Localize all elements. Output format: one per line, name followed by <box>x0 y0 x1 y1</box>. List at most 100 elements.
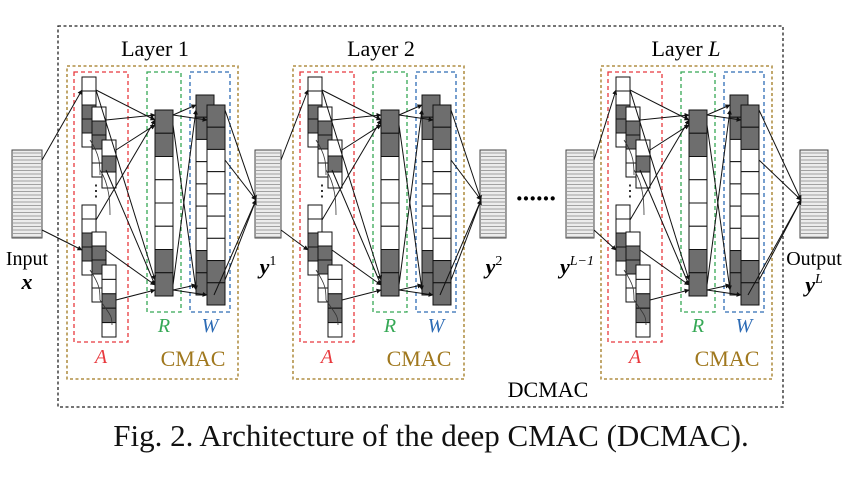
cell <box>380 225 400 250</box>
cell <box>327 322 343 338</box>
input-y-l-minus-1: yL−1 <box>557 254 594 279</box>
cell <box>154 225 174 250</box>
layers: ⋮⋮⋮ <box>11 65 829 380</box>
cell <box>432 148 452 173</box>
y-l-minus-1-bar <box>565 149 595 239</box>
layer-3-r-to-w-4 <box>706 114 742 122</box>
w2-to-y2-1 <box>450 159 482 201</box>
cell <box>317 120 333 136</box>
cell <box>688 179 708 204</box>
cell <box>307 76 323 92</box>
layer-2-r-col <box>380 109 400 297</box>
cell <box>740 126 760 150</box>
cell <box>380 179 400 204</box>
layer-2-label-a: A <box>319 346 334 368</box>
layer-2-a-col-6 <box>327 264 343 338</box>
cell <box>206 237 226 262</box>
ellipsis: ······ <box>515 184 555 213</box>
layer-1-r-to-w-5 <box>172 289 208 297</box>
layer-1-a-dots: ⋮ <box>88 183 104 200</box>
wl-to-yl-3 <box>747 199 802 296</box>
layer-3-r-to-w-1 <box>706 124 732 291</box>
layer-1-r-to-w-1 <box>172 124 198 291</box>
layer-3-r-to-w-3 <box>706 283 731 291</box>
layer-3-a-wire-3 <box>633 299 647 326</box>
cell <box>154 109 174 134</box>
layer-3-label-r: R <box>691 315 704 337</box>
layer-3-r-box <box>680 71 716 313</box>
layer-1-a-to-r-0 <box>95 89 156 121</box>
w2-to-y2-0 <box>450 109 482 201</box>
cell <box>432 126 452 150</box>
cell <box>688 202 708 227</box>
cell <box>625 120 641 136</box>
cell <box>688 225 708 250</box>
w2-to-y2-2 <box>450 199 482 281</box>
layer-1-a-to-r-4 <box>115 124 156 151</box>
input-to-a-top <box>41 89 83 161</box>
w-to-y1-3 <box>213 199 257 296</box>
cell <box>432 260 452 284</box>
layer-2-r-to-w-0 <box>398 104 423 116</box>
cell <box>380 249 400 274</box>
layer-2-r-to-w-3 <box>398 283 423 291</box>
layer-2-a-to-r-7 <box>341 288 382 301</box>
layer-3-a-to-r-0 <box>629 89 690 121</box>
cell <box>740 237 760 262</box>
layer-2-label-cmac: CMAC <box>387 346 452 371</box>
cell <box>206 260 226 284</box>
cell <box>688 109 708 134</box>
cell <box>380 132 400 157</box>
cell <box>327 155 343 173</box>
cell <box>206 215 226 239</box>
layer-3-a-to-r-2 <box>639 112 690 121</box>
output-y1: y1 <box>257 254 277 279</box>
layer-3-a-to-r-6 <box>639 249 690 286</box>
cell <box>688 132 708 157</box>
layer-2-a-to-r-6 <box>331 249 382 286</box>
layer-1-r-box <box>146 71 182 313</box>
layer-1-a-col-6 <box>101 264 117 338</box>
cell <box>307 204 323 220</box>
layer-1-label-w: W <box>202 315 221 337</box>
cell <box>380 156 400 181</box>
layer-l-title: Layer L <box>651 36 720 61</box>
w2-to-y2-3 <box>439 199 482 296</box>
cell <box>154 156 174 181</box>
cell <box>432 237 452 262</box>
layer-3-w-col-2 <box>740 104 760 306</box>
cell <box>154 202 174 227</box>
cell <box>206 126 226 150</box>
layer-1-r-col <box>154 109 174 297</box>
cell <box>740 171 760 195</box>
cell <box>432 215 452 239</box>
cell <box>81 90 97 106</box>
cell <box>688 156 708 181</box>
layer-2-a-box <box>299 71 355 343</box>
cell <box>635 322 651 338</box>
figure-caption: Fig. 2. Architecture of the deep CMAC (D… <box>113 418 749 453</box>
input-to-a-bottom <box>41 229 83 251</box>
cell <box>432 171 452 195</box>
cell <box>740 148 760 173</box>
yl1-to-al-top <box>593 89 618 161</box>
cell <box>327 264 343 280</box>
cell <box>432 282 452 306</box>
layer-2-a-to-r-1 <box>321 89 383 281</box>
cell <box>206 148 226 173</box>
cell <box>615 204 631 220</box>
cell <box>740 215 760 239</box>
cell <box>81 218 97 234</box>
layer-1-a-to-r-6 <box>105 249 156 286</box>
layer-2-r-to-w-2 <box>398 109 424 286</box>
cell <box>380 109 400 134</box>
layer-1-a-to-r-1 <box>95 89 157 281</box>
layer-2-a-to-r-5 <box>321 119 382 221</box>
wl-to-yl-1 <box>758 159 802 201</box>
cell <box>154 272 174 297</box>
cell <box>154 249 174 274</box>
layer-2-title: Layer 2 <box>347 36 415 61</box>
output-label: Output <box>786 248 842 270</box>
cell <box>635 307 651 324</box>
